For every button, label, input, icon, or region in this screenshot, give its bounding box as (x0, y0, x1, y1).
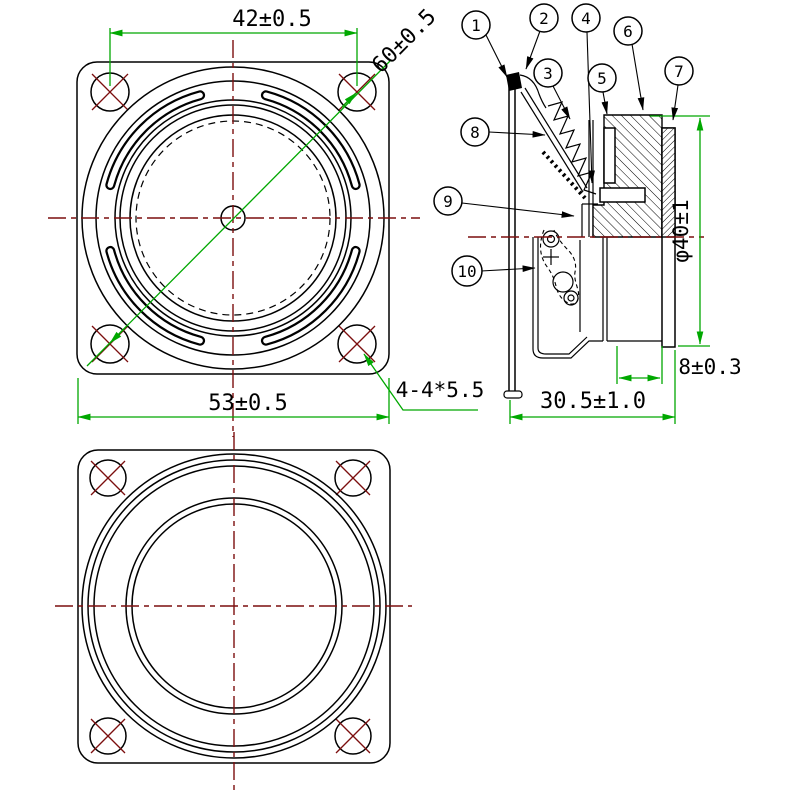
callout-3: 3 (533, 58, 563, 88)
dim-magnet-thickness-text: 8±0.3 (678, 355, 741, 379)
mounting-note: 4-4*5.5 (363, 353, 485, 411)
callout-10-number: 10 (457, 262, 476, 281)
callout-8: 8 (460, 117, 490, 147)
dim-frame-width: 53±0.5 (77, 378, 390, 424)
dim-hole-spacing: 42±0.5 (109, 7, 358, 86)
callout-leaders (461, 30, 679, 273)
callout-6-number: 6 (623, 22, 633, 41)
callout-8-number: 8 (470, 123, 480, 142)
top-plate-washer (603, 127, 616, 184)
dim-total-depth: 30.5±1.0 (509, 350, 676, 424)
terminal-assembly (539, 229, 581, 332)
callout-4-number: 4 (581, 9, 591, 28)
dim-magnet-diameter-text: φ40±1 (669, 199, 693, 262)
callout-9: 9 (433, 186, 463, 216)
callout-5: 5 (587, 63, 617, 93)
side-frame-flange (503, 72, 547, 399)
surround-roll (519, 74, 547, 109)
callout-1-number: 1 (471, 16, 481, 35)
dim-total-depth-text: 30.5±1.0 (540, 389, 646, 414)
terminal-lug-outline (539, 229, 580, 305)
spider-damper (541, 150, 587, 200)
callout-3-number: 3 (543, 64, 553, 83)
dim-hole-spacing-text: 42±0.5 (232, 7, 311, 32)
rear-mounting-holes (89, 459, 372, 755)
callout-5-number: 5 (597, 69, 607, 88)
callout-9-number: 9 (443, 192, 453, 211)
rear-view (55, 432, 412, 792)
side-section-view: φ40±1 8±0.3 30.5±1.0 (433, 3, 742, 424)
dim-diagonal-text: 60±0.5 (367, 4, 441, 78)
gasket-section (506, 72, 522, 91)
dim-frame-width-text: 53±0.5 (208, 391, 287, 416)
callout-4: 4 (571, 3, 601, 33)
dim-diagonal: 60±0.5 (86, 4, 441, 367)
callout-2-number: 2 (539, 9, 549, 28)
front-view: 42±0.5 53±0.5 60±0.5 4-4*5.5 (48, 4, 484, 437)
callout-6: 6 (613, 16, 643, 46)
dim-magnet-diameter: φ40±1 (650, 115, 710, 347)
callout-7-number: 7 (674, 62, 684, 81)
dim-magnet-thickness: 8±0.3 (616, 346, 742, 384)
callout-2: 2 (529, 3, 559, 33)
side-basket-lower (532, 237, 662, 359)
callout-7: 7 (664, 56, 694, 86)
callout-1: 1 (461, 10, 491, 40)
callout-10: 10 (451, 255, 483, 287)
pole-piece-bar (599, 187, 646, 203)
side-magnet-assembly (581, 114, 676, 348)
mounting-note-text: 4-4*5.5 (396, 378, 485, 402)
